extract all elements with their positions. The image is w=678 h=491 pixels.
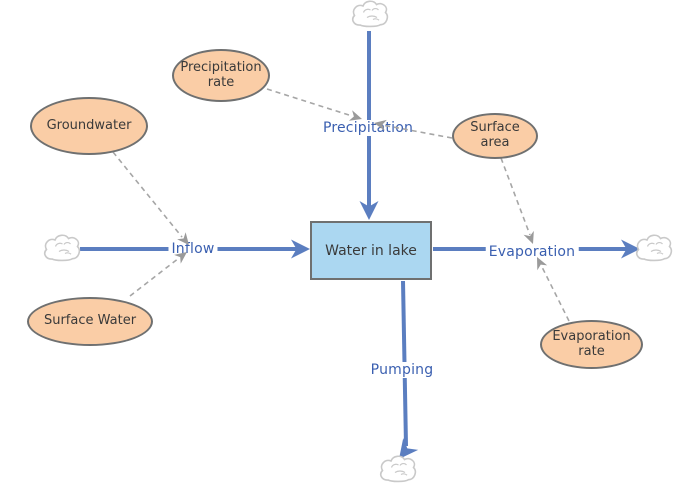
flow-label-inflow[interactable]: Inflow xyxy=(168,241,218,257)
variable-label: Evaporation rate xyxy=(552,328,631,359)
variable-evaporation-rate[interactable]: Evaporation rate xyxy=(540,320,643,369)
variable-precipitation-rate[interactable]: Precipitation rate xyxy=(172,49,270,102)
variable-label: Precipitation rate xyxy=(180,59,262,90)
cloud-source-top-icon xyxy=(351,0,389,28)
variable-surface-water[interactable]: Surface Water xyxy=(27,297,153,346)
variable-surface-area[interactable]: Surface area xyxy=(452,113,538,159)
flow-label-precipitation[interactable]: Precipitation xyxy=(319,120,417,136)
cloud-source-left-icon xyxy=(43,234,81,262)
stock-water-in-lake[interactable]: Water in lake xyxy=(310,221,432,280)
flow-label-evaporation[interactable]: Evaporation xyxy=(485,244,579,260)
flow-precipitation-pipe[interactable] xyxy=(359,31,379,220)
variable-groundwater[interactable]: Groundwater xyxy=(30,97,148,155)
cloud-sink-bottom-icon xyxy=(379,455,417,483)
cloud-sink-right-icon xyxy=(635,234,673,262)
variable-label: Surface Water xyxy=(43,313,137,329)
stock-label: Water in lake xyxy=(325,242,417,259)
variable-label: Groundwater xyxy=(46,117,132,133)
flow-label-pumping[interactable]: Pumping xyxy=(367,362,437,378)
variable-label: Surface area xyxy=(470,120,520,150)
